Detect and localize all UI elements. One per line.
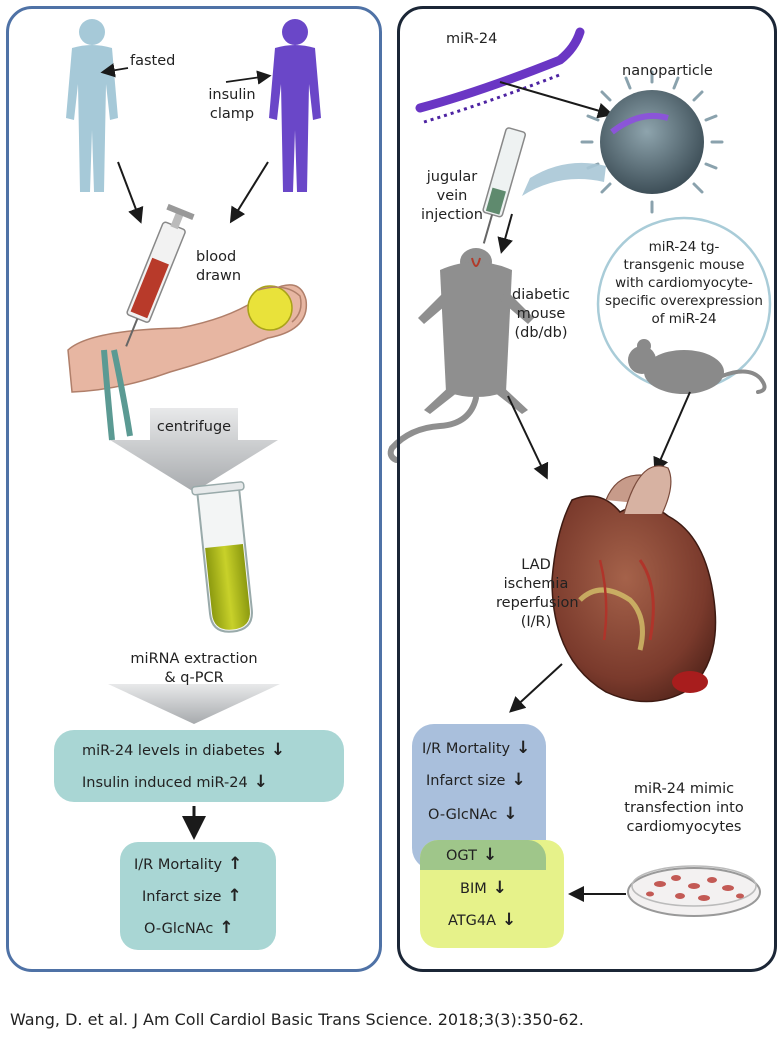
- atg4a-row: ATG4A ↓: [448, 910, 516, 930]
- finding-label: Insulin induced miR-24: [82, 775, 248, 791]
- extraction-line-1: miRNA extraction: [130, 651, 258, 667]
- lad-line-1: LAD: [521, 557, 551, 573]
- down-arrow-icon: ↓: [516, 738, 531, 758]
- tg-mouse-line-2: transgenic mouse: [623, 257, 745, 273]
- tg-mouse-line-3: with cardiomyocyte-: [615, 275, 753, 291]
- finding-row: miR-24 levels in diabetes ↓: [82, 740, 285, 760]
- up-arrow-icon: ↑: [219, 918, 234, 938]
- diabetic-mouse-icon: [387, 248, 534, 463]
- extraction-label: miRNA extraction & q-PCR: [104, 650, 284, 688]
- outcome-row: Infarct size ↑: [142, 886, 242, 906]
- centrifuge-arrow-icon: [110, 408, 278, 492]
- insulin-clamp-label: insulin clamp: [200, 86, 264, 124]
- outcome-label: Infarct size: [142, 889, 222, 905]
- lad-line-4: (I/R): [520, 614, 552, 630]
- blood-drawn-label: blood drawn: [196, 248, 241, 286]
- tg-mouse-line-5: of miR-24: [651, 311, 717, 327]
- down-arrow-icon: ↓: [502, 910, 517, 930]
- lad-line-3: reperfusion: [496, 595, 579, 611]
- finding-label: miR-24 levels in diabetes: [82, 743, 265, 759]
- diabetic-mouse-line-2: mouse: [516, 306, 566, 322]
- fasted-person-icon: [66, 19, 118, 192]
- atg4a-label: ATG4A: [448, 913, 497, 929]
- up-arrow-icon: ↑: [227, 886, 242, 906]
- injection-line-2: vein: [436, 188, 468, 204]
- outcome-label: I/R Mortality: [134, 857, 223, 873]
- nanoparticle-label: nanoparticle: [622, 63, 713, 79]
- insulin-clamp-person-icon: [269, 19, 321, 192]
- mir24-label: miR-24: [446, 31, 498, 47]
- tg-mouse-line-4: specific overexpression: [605, 293, 763, 309]
- syringe-icon: [125, 203, 195, 347]
- result-row: I/R Mortality ↓: [422, 738, 530, 758]
- diabetic-mouse-line-3: (db/db): [514, 325, 568, 341]
- up-arrow-icon: ↑: [228, 854, 243, 874]
- injection-syringe-icon: [482, 127, 526, 244]
- tg-mouse-line-1: miR-24 tg-: [648, 239, 720, 255]
- ogt-row: OGT ↓: [446, 845, 497, 865]
- arm-with-ball-icon: [67, 284, 308, 441]
- outcomes-box: I/R Mortality↑ Infarct size↑ O-GlcNAc↑: [120, 842, 276, 950]
- overlap-region: OGT ↓: [420, 840, 546, 870]
- transfection-label: miR-24 mimic transfection into cardiomyo…: [604, 780, 764, 837]
- result-label: Infarct size: [426, 773, 506, 789]
- down-arrow-icon: ↓: [503, 804, 518, 824]
- centrifuge-label: centrifuge: [156, 419, 232, 435]
- fasted-label: fasted: [130, 53, 176, 69]
- diabetic-mouse-line-1: diabetic: [512, 287, 570, 303]
- insulin-clamp-line-1: insulin: [208, 87, 256, 103]
- petri-dish-icon: [627, 865, 761, 917]
- test-tube-icon: [191, 481, 253, 633]
- outcome-row: O-GlcNAc ↑: [144, 918, 234, 938]
- down-arrow-icon: ↓: [270, 740, 286, 760]
- result-label: O-GlcNAc: [428, 807, 498, 823]
- transfection-line-3: cardiomyocytes: [626, 819, 742, 835]
- outcome-row: I/R Mortality ↑: [134, 854, 242, 874]
- result-label: I/R Mortality: [422, 741, 511, 757]
- nanoparticle-icon: [580, 70, 724, 214]
- citation: Wang, D. et al. J Am Coll Cardiol Basic …: [10, 1010, 584, 1029]
- injection-label: jugular vein injection: [418, 168, 486, 225]
- result-row: O-GlcNAc ↓: [428, 804, 518, 824]
- injection-line-1: jugular: [426, 169, 478, 185]
- down-arrow-icon: ↓: [483, 845, 498, 865]
- extraction-arrow-icon: [108, 684, 280, 724]
- lad-line-2: ischemia: [503, 576, 569, 592]
- lad-label: LAD ischemia reperfusion (I/R): [496, 556, 579, 632]
- outcome-label: O-GlcNAc: [144, 921, 214, 937]
- right-panel: [397, 6, 777, 972]
- bim-label: BIM: [460, 881, 487, 897]
- down-arrow-icon: ↓: [492, 878, 507, 898]
- blood-drawn-line-2: drawn: [196, 268, 242, 284]
- transfection-line-2: transfection into: [624, 800, 744, 816]
- down-arrow-icon: ↓: [511, 770, 526, 790]
- heart-icon: [551, 465, 717, 703]
- ogt-label: OGT: [446, 848, 477, 864]
- mir24-strand-icon: [415, 27, 585, 124]
- bim-row: BIM ↓: [460, 878, 507, 898]
- findings-box: miR-24 levels in diabetes ↓ Insulin induc…: [54, 730, 344, 802]
- diabetic-mouse-label: diabetic mouse (db/db): [506, 286, 576, 343]
- result-row: Infarct size ↓: [426, 770, 526, 790]
- extraction-line-2: & q-PCR: [164, 670, 224, 686]
- transfection-line-1: miR-24 mimic: [633, 781, 735, 797]
- blood-drawn-line-1: blood: [196, 249, 237, 265]
- injection-line-3: injection: [421, 207, 483, 223]
- finding-row: Insulin induced miR-24 ↓: [82, 772, 268, 792]
- down-arrow-icon: ↓: [253, 772, 268, 792]
- insulin-clamp-line-2: clamp: [209, 106, 255, 122]
- tg-mouse-label: miR-24 tg- transgenic mouse with cardiom…: [600, 238, 768, 328]
- tg-mouse-icon: [628, 339, 767, 394]
